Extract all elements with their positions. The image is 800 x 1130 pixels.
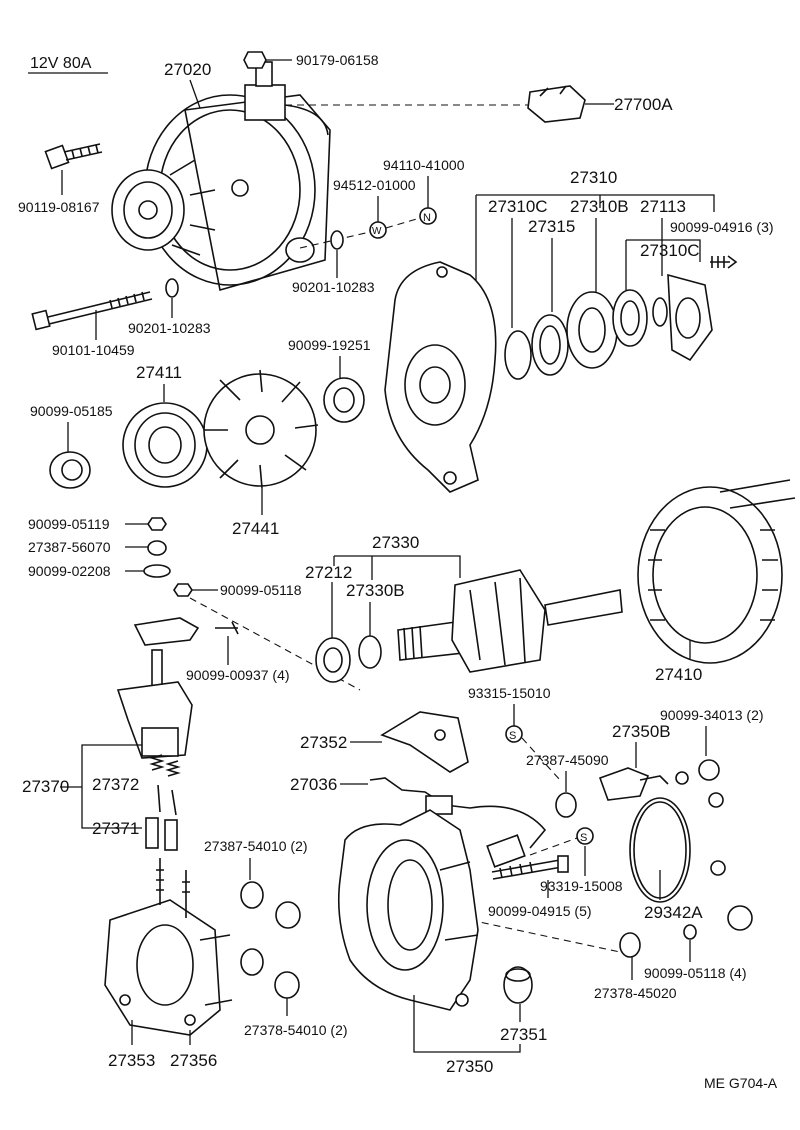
nut-cap-icon — [683, 759, 753, 940]
label-27410: 27410 — [655, 665, 702, 684]
insulator-bush-icon — [503, 966, 533, 1004]
fan-icon — [203, 369, 319, 489]
retainer-plate-icon — [667, 273, 713, 362]
brush-icon — [145, 817, 178, 851]
terminal-bush-icon — [619, 932, 641, 958]
stud-s-symbol-a: S — [509, 730, 516, 742]
label-90119-08167: 90119-08167 — [18, 199, 100, 215]
spacer-icon — [504, 330, 532, 380]
rear-cover-plate-icon — [380, 711, 469, 773]
label-27351: 27351 — [500, 1025, 547, 1044]
stator-icon — [637, 479, 796, 664]
label-90099-19251: 90099-19251 — [288, 337, 371, 353]
label-27387-45090: 27387-45090 — [526, 752, 609, 768]
label-27356: 27356 — [170, 1051, 217, 1070]
label-27310C-a: 27310C — [488, 197, 548, 216]
label-27036: 27036 — [290, 775, 337, 794]
brush-holder-icon — [116, 649, 193, 759]
insulator-icon — [240, 881, 301, 999]
label-93319-15008: 93319-15008 — [540, 878, 623, 894]
label-27353: 27353 — [108, 1051, 155, 1070]
housing-icon — [337, 809, 479, 1011]
label-90201-10283-b: 90201-10283 — [128, 320, 211, 336]
label-27387-54010: 27387-54010 (2) — [204, 838, 308, 854]
label-27310B: 27310B — [570, 197, 629, 216]
label-27330B: 27330B — [346, 581, 405, 600]
label-90179-06158: 90179-06158 — [296, 52, 379, 68]
brush-holder-cover-icon — [133, 617, 200, 646]
label-27310C-b: 27310C — [640, 241, 700, 260]
label-27700A: 27700A — [614, 95, 673, 114]
label-29342A: 29342A — [644, 903, 703, 922]
label-27350B: 27350B — [612, 722, 671, 741]
spring-icon — [149, 754, 181, 777]
rectifier-icon — [104, 858, 233, 1036]
rotor-icon — [397, 569, 623, 673]
drive-end-frame-icon — [384, 261, 497, 493]
label-90099-05119: 90099-05119 — [28, 516, 110, 532]
footer-code: ME G704-A — [704, 1075, 778, 1091]
long-bolt-icon — [31, 291, 153, 331]
label-27411: 27411 — [136, 363, 182, 382]
label-27310: 27310 — [570, 168, 617, 187]
cover-icon — [531, 314, 569, 376]
label-27370: 27370 — [22, 777, 69, 796]
label-93315-15010: 93315-15010 — [468, 685, 551, 701]
label-94110-41000: 94110-41000 — [383, 157, 465, 173]
pulley-icon — [122, 402, 208, 488]
bearing-cover-icon — [358, 635, 382, 669]
nut-n-symbol: N — [423, 212, 431, 224]
label-27020: 27020 — [164, 60, 211, 79]
label-90099-04916: 90099-04916 (3) — [670, 219, 774, 235]
label-90099-00937: 90099-00937 (4) — [186, 667, 290, 683]
stud-s-symbol-b: S — [580, 832, 587, 844]
collar-icon — [323, 377, 365, 423]
svg-text:12V 80A: 12V 80A — [30, 55, 92, 72]
terminal-insulator-icon — [598, 767, 689, 801]
label-27378-54010: 27378-54010 (2) — [244, 1022, 348, 1038]
bolt-icon — [44, 143, 103, 170]
label-90099-34013: 90099-34013 (2) — [660, 707, 764, 723]
label-27371: 27371 — [92, 819, 139, 838]
label-90201-10283-a: 90201-10283 — [292, 279, 375, 295]
label-90101-10459: 90101-10459 — [52, 342, 135, 358]
label-90099-05185: 90099-05185 — [30, 403, 113, 419]
label-27212: 27212 — [305, 563, 352, 582]
washer-w-symbol: W — [372, 226, 382, 237]
bearing-icon — [566, 291, 618, 369]
label-27387-56070: 27387-56070 — [28, 539, 111, 555]
label-27315: 27315 — [528, 217, 575, 236]
label-94512-01000: 94512-01000 — [333, 177, 416, 193]
label-90099-05118-a: 90099-05118 — [220, 582, 302, 598]
through-bolt-icon — [491, 855, 569, 880]
regulator-icon — [527, 85, 586, 123]
terminal-lead-icon — [369, 777, 547, 868]
label-90099-05118-b: 90099-05118 (4) — [644, 965, 746, 981]
label-27441: 27441 — [232, 519, 279, 538]
label-27350: 27350 — [446, 1057, 493, 1076]
label-27378-45020: 27378-45020 — [594, 985, 677, 1001]
pulley-nut-icon — [49, 451, 91, 489]
header-rating: 12V 80A — [28, 55, 108, 74]
label-27352: 27352 — [300, 733, 347, 752]
nut-icon — [243, 51, 267, 69]
label-27330: 27330 — [372, 533, 419, 552]
rear-bearing-icon — [315, 637, 351, 683]
alternator-assembly-icon — [111, 61, 331, 292]
label-90099-02208: 90099-02208 — [28, 563, 111, 579]
label-90099-04915: 90099-04915 (5) — [488, 903, 592, 919]
label-27113: 27113 — [640, 197, 686, 216]
label-27372: 27372 — [92, 775, 139, 794]
